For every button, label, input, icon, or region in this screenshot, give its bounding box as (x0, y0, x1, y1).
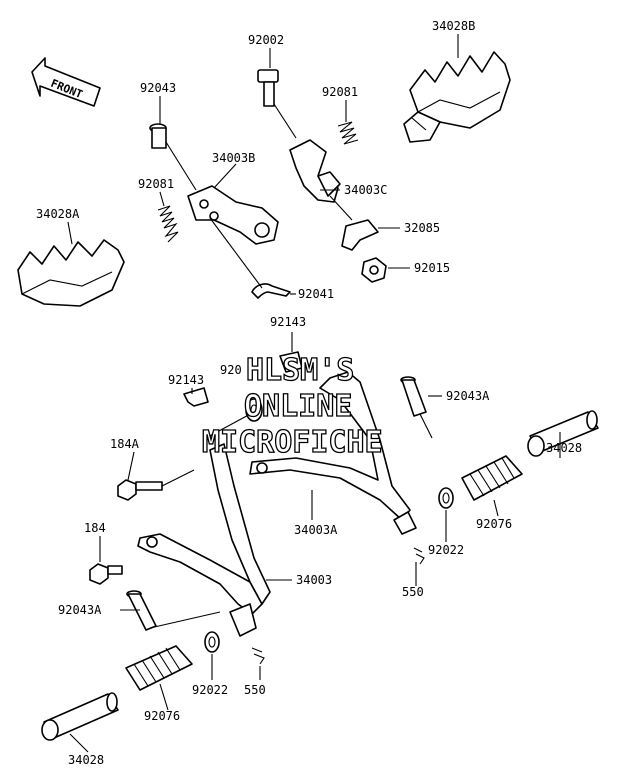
cotter-550-left (251, 647, 265, 665)
nut-92015 (361, 257, 387, 283)
bracket-34003B (187, 185, 279, 245)
cotter-550-right (413, 547, 425, 565)
washer-92022-left (204, 631, 220, 653)
label-184: 184 (84, 521, 106, 535)
pin-92043A-lower (126, 590, 221, 631)
label-92076-left: 92076 (144, 709, 180, 723)
label-92015: 92015 (414, 261, 450, 275)
plate-32085 (341, 219, 379, 251)
label-34028A: 34028A (36, 207, 80, 221)
cotter-pin-92041 (209, 217, 291, 299)
label-550-left: 550 (244, 683, 266, 697)
footpeg-34028B (403, 51, 511, 143)
watermark: HLSM'S ONLINE MICROFICHE (201, 352, 383, 460)
pin-92043A-upper (400, 376, 433, 439)
label-34003A: 34003A (294, 523, 338, 537)
peg-tube-34028-bottom (41, 692, 119, 741)
bolt-184 (89, 563, 123, 585)
clip-92143-upper (279, 351, 303, 373)
label-92043A-lower: 92043A (58, 603, 102, 617)
stand-34003 (137, 443, 271, 637)
label-34028-right: 34028 (546, 441, 582, 455)
label-34003C: 34003C (344, 183, 387, 197)
washer-small (245, 398, 263, 422)
label-34003B: 34003B (212, 151, 255, 165)
label-34003: 34003 (296, 573, 332, 587)
label-92081-upper: 92081 (322, 85, 358, 99)
spring-92081-lower (157, 205, 179, 243)
clip-92143-left (183, 387, 209, 407)
label-92043: 92043 (140, 81, 176, 95)
label-550-right: 550 (402, 585, 424, 599)
label-92002: 92002 (248, 33, 284, 47)
label-920xx: 920 (220, 363, 242, 377)
part-labels: 34028B 92002 92043 92081 34003B 92081 34… (36, 19, 582, 767)
label-92022-left: 92022 (192, 683, 228, 697)
label-92041: 92041 (298, 287, 334, 301)
watermark-line1: HLSM'S (246, 353, 354, 388)
watermark-line3: MICROFICHE (202, 425, 383, 460)
pin-92043 (149, 123, 197, 191)
label-92143-left: 92143 (168, 373, 204, 387)
rubber-92076-right (461, 455, 523, 501)
label-92043A-upper: 92043A (446, 389, 490, 403)
bolt-184A (117, 469, 195, 501)
watermark-line2: ONLINE (244, 389, 352, 424)
label-32085: 32085 (404, 221, 440, 235)
label-92076-right: 92076 (476, 517, 512, 531)
rubber-92076-left (125, 645, 193, 691)
stand-34003A (205, 371, 417, 535)
label-34028B: 34028B (432, 19, 475, 33)
label-92022-right: 92022 (428, 543, 464, 557)
label-34028-bottom: 34028 (68, 753, 104, 767)
label-184A: 184A (110, 437, 140, 451)
footpeg-34028A (17, 239, 125, 307)
spring-92081-upper (337, 121, 359, 145)
washer-92022-right (438, 487, 454, 509)
label-92081-lower: 92081 (138, 177, 174, 191)
front-arrow: FRONT (31, 57, 101, 107)
label-92143-upper: 92143 (270, 315, 306, 329)
leader-lines (67, 34, 561, 753)
bracket-34003C (289, 139, 353, 221)
peg-tube-34028-right (527, 410, 599, 457)
bolt-92002 (257, 69, 297, 139)
